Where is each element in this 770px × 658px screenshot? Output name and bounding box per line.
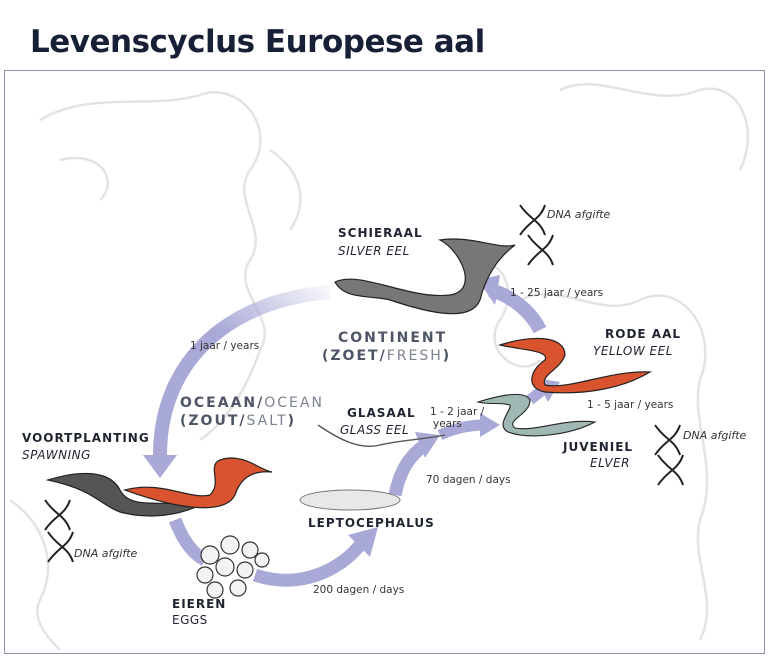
elver-label-en: ELVER — [590, 456, 631, 470]
elver-illustration — [475, 393, 597, 437]
leptocephalus-illustration — [299, 489, 401, 511]
duration-lepto-to-glass: 70 dagen / days — [426, 474, 511, 486]
dna-label-left: DNA afgifte — [74, 547, 138, 560]
spawning-eels-illustration — [45, 457, 273, 517]
dna-icon — [44, 204, 684, 563]
arrow-head — [143, 455, 177, 478]
duration-glass-to-elver-2: years — [433, 418, 462, 430]
arrow-eggs-to-lepto — [252, 540, 366, 587]
map-background — [9, 83, 750, 651]
silver-eel-illustration — [334, 238, 516, 315]
elver-label: JUVENIEL — [563, 440, 634, 454]
dna-label-right: DNA afgifte — [683, 429, 747, 442]
yellow-eel-label: RODE AAL — [605, 327, 681, 341]
zone-fresh: (ZOET/FRESH) — [322, 348, 452, 364]
eggs-label-en: EGGS — [172, 613, 208, 627]
arrow-silver-to-spawning — [153, 285, 331, 456]
duration-glass-to-elver: 1 - 2 jaar / — [430, 406, 485, 418]
zone-continent: CONTINENT — [338, 330, 448, 346]
yellow-eel-illustration — [497, 337, 653, 394]
leptocephalus-label: LEPTOCEPHALUS — [308, 516, 435, 530]
arrow-lepto-to-glass — [388, 439, 429, 497]
silver-eel-label-en: SILVER EEL — [338, 244, 410, 258]
yellow-eel-label-en: YELLOW EEL — [593, 344, 673, 358]
spawning-label-en: SPAWNING — [22, 448, 91, 462]
silver-eel-label: SCHIERAAL — [338, 226, 423, 240]
zone-ocean: OCEAAN/OCEAN — [180, 395, 324, 411]
glass-eel-label-en: GLASS EEL — [340, 423, 410, 437]
frame-border — [4, 70, 765, 654]
dna-label-top: DNA afgifte — [547, 208, 611, 221]
duration-silver-to-spawning: 1 jaar / years — [190, 340, 260, 352]
duration-yellow-to-silver: 1 - 25 jaar / years — [510, 287, 604, 299]
glass-eel-illustration — [317, 424, 446, 447]
glass-eel-label: GLASAAL — [347, 406, 416, 420]
duration-elver-to-yellow: 1 - 5 jaar / years — [587, 399, 674, 411]
spawning-label: VOORTPLANTING — [22, 431, 150, 445]
page-title: Levenscyclus Europese aal — [30, 24, 485, 60]
eggs-illustration — [196, 535, 270, 599]
zone-salt: (ZOUT/SALT) — [180, 413, 297, 429]
eggs-label: EIEREN — [172, 597, 227, 611]
duration-eggs-to-lepto: 200 dagen / days — [313, 584, 405, 596]
